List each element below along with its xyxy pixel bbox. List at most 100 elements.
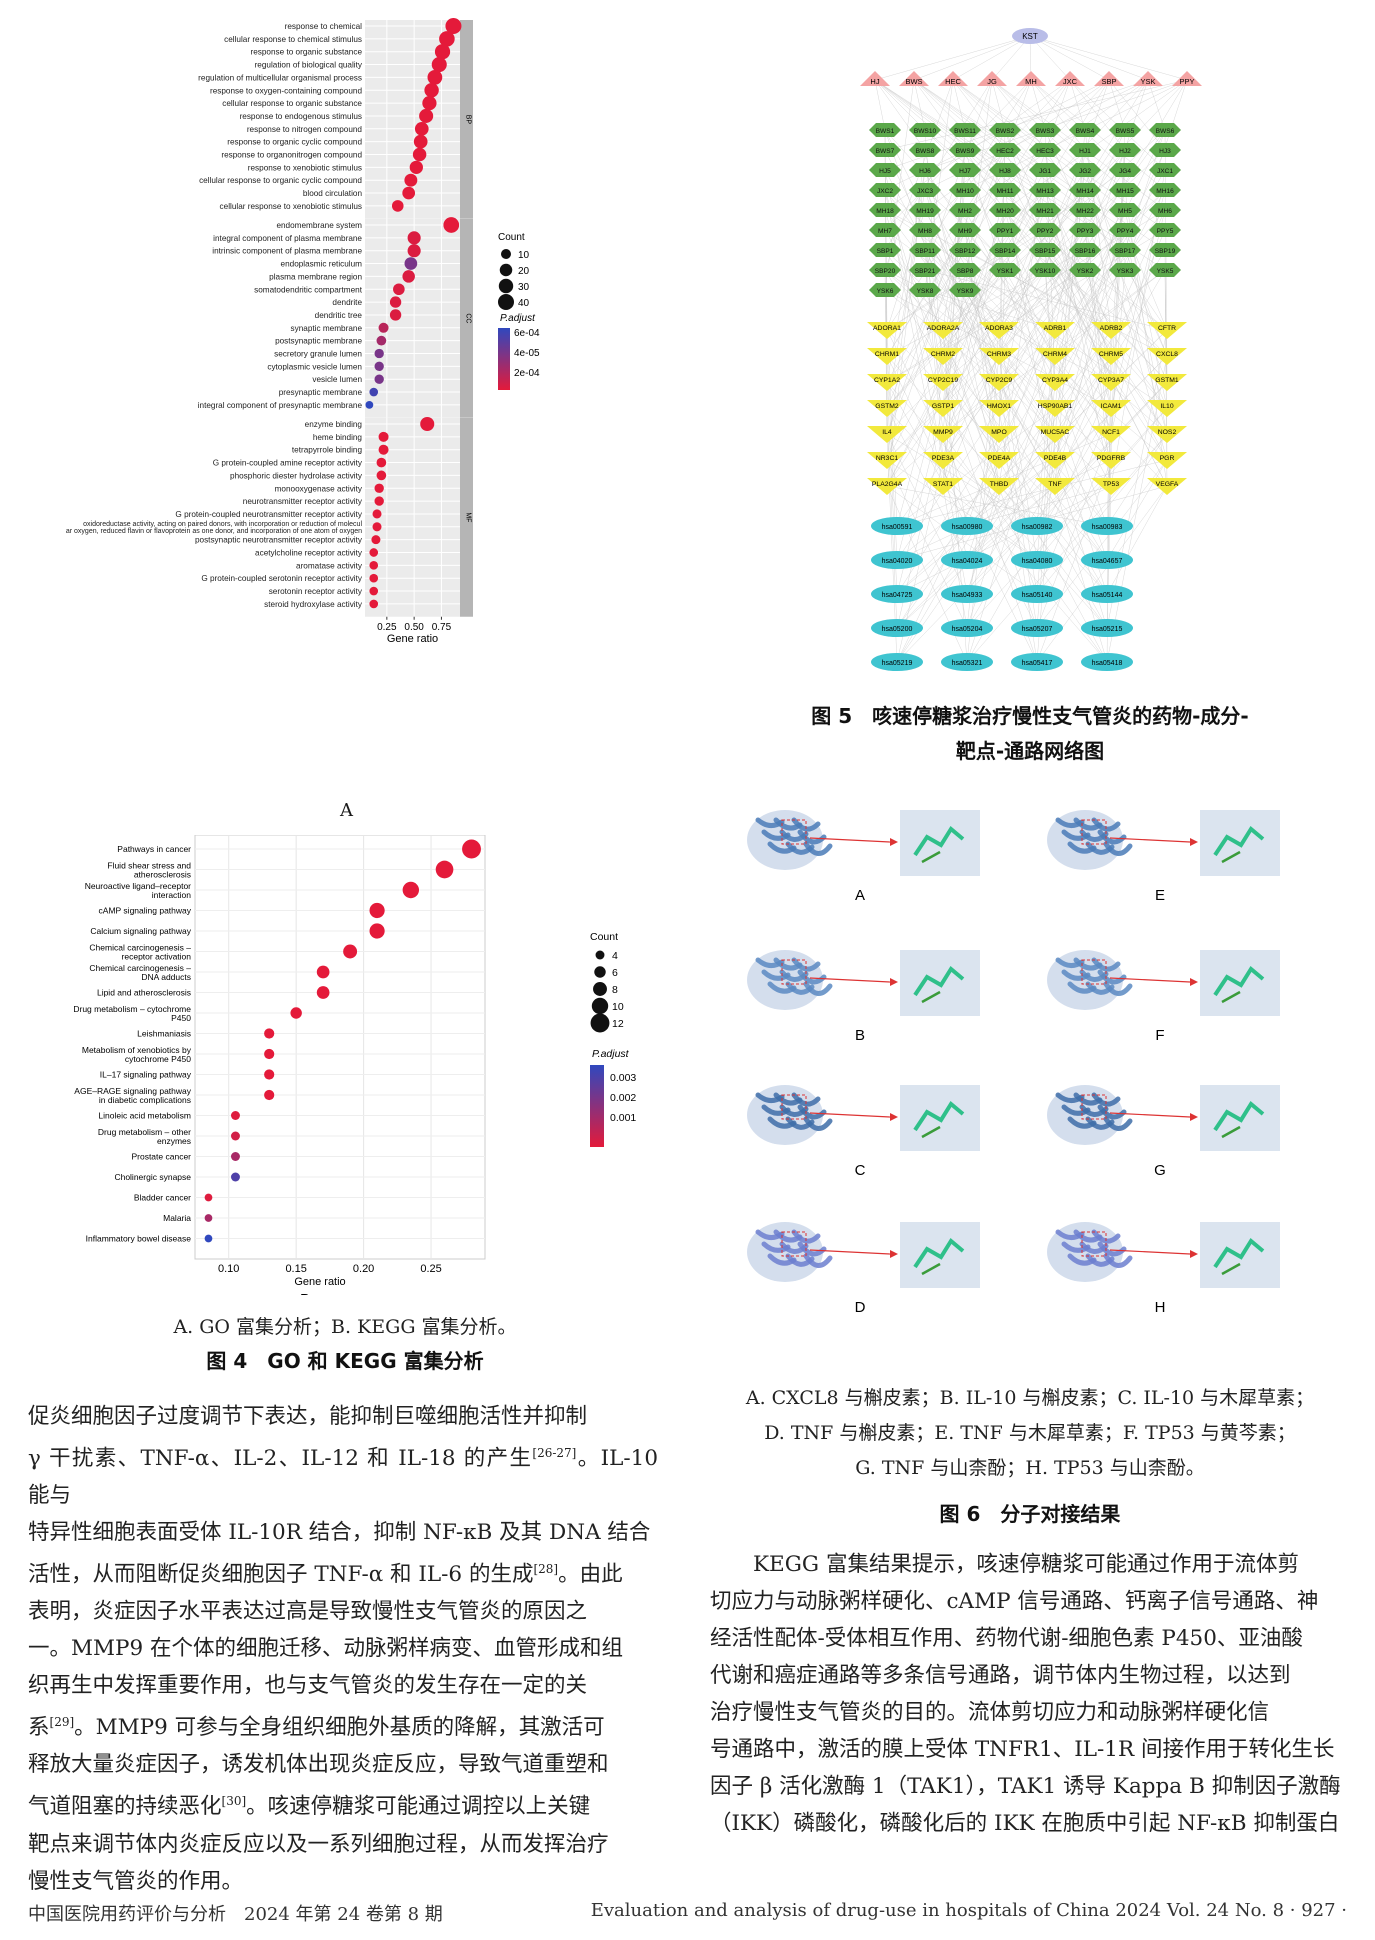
ligand xyxy=(1213,825,1265,857)
compound-label: MH6 xyxy=(1158,208,1172,215)
edge xyxy=(1054,269,1166,357)
compound-label: JXC2 xyxy=(877,188,893,195)
term-label: response to organic cyclic compound xyxy=(227,138,362,147)
compound-label: SBP14 xyxy=(995,248,1016,255)
compound-label: YSK6 xyxy=(877,288,894,295)
go-dot xyxy=(374,483,384,493)
pathway-node xyxy=(1011,517,1063,535)
compound-label: HEC3 xyxy=(1036,148,1054,155)
pathway-node xyxy=(871,551,923,569)
kegg-term-label: Bladder cancer xyxy=(134,1193,191,1203)
pathway-node xyxy=(941,551,993,569)
left-body-text: 促炎细胞因子过度调节下表达，能抑制巨噬细胞活性并抑制 γ 干扰素、TNF-α、I… xyxy=(28,1398,658,1900)
kegg-term-label: atherosclerosis xyxy=(134,870,191,880)
target-label: CHRM1 xyxy=(875,351,899,358)
target-node xyxy=(1091,400,1131,417)
compound-node xyxy=(869,143,901,157)
binding-box xyxy=(1081,1231,1107,1257)
target-label: CFTR xyxy=(1158,325,1176,332)
target-node xyxy=(1035,426,1075,443)
compound-label: MH11 xyxy=(996,188,1013,195)
term-label: G protein-coupled amine receptor activit… xyxy=(213,459,363,468)
compound-label: MH5 xyxy=(1118,208,1132,215)
compound-node xyxy=(869,263,901,277)
edge xyxy=(998,189,1166,383)
kegg-dot xyxy=(204,1214,213,1222)
compound-node xyxy=(989,143,1021,157)
edge xyxy=(966,381,1112,629)
legend-title: Count xyxy=(498,232,525,243)
kegg-term-label: Neuroactive ligand–receptor xyxy=(85,881,191,891)
drug-label: HJ xyxy=(870,77,879,86)
compound-node xyxy=(1069,163,1101,177)
compound-node xyxy=(989,223,1021,237)
edge xyxy=(998,129,1126,409)
edge xyxy=(966,407,1168,629)
edge xyxy=(924,79,1032,251)
target-label: GSTM1 xyxy=(1155,377,1179,384)
kegg-dot xyxy=(369,902,385,919)
kegg-term-label: Fluid shear stress and xyxy=(107,861,191,871)
term-label: integral component of presynaptic membra… xyxy=(198,401,363,410)
go-dot xyxy=(434,44,451,60)
edge xyxy=(886,355,1038,663)
edge xyxy=(1106,459,1168,561)
kegg-dot xyxy=(316,986,330,999)
compound-node xyxy=(989,203,1021,217)
edge xyxy=(1004,79,1110,251)
edge xyxy=(966,485,1056,561)
term-label: G protein-coupled serotonin receptor act… xyxy=(201,574,363,583)
go-dot xyxy=(378,322,389,333)
legend-title: P.adjust xyxy=(500,313,536,324)
kegg-term-label: Chemical carcinogenesis – xyxy=(89,963,191,973)
legend-size-label: 12 xyxy=(612,1018,624,1030)
drug-node xyxy=(1172,71,1202,86)
target-label: ICAM1 xyxy=(1101,403,1122,410)
target-label: GSTP1 xyxy=(932,403,955,410)
edge xyxy=(874,79,1166,271)
term-label: aromatase activity xyxy=(296,561,363,570)
edge xyxy=(964,249,1112,331)
compound-node xyxy=(1149,183,1181,197)
edge xyxy=(1030,79,1046,131)
edge xyxy=(1004,189,1168,409)
edge xyxy=(886,209,1046,409)
fig6-caption-line3: G. TNF 与山柰酚；H. TP53 与山柰酚。 xyxy=(855,1457,1205,1479)
compound-node xyxy=(909,143,941,157)
edge xyxy=(924,269,1056,409)
compound-label: HJ2 xyxy=(1119,148,1131,155)
pathway-node xyxy=(1081,619,1133,637)
kegg-dot xyxy=(264,1048,275,1060)
edge xyxy=(964,149,1056,435)
edge xyxy=(884,269,1000,461)
term-label: endomembrane system xyxy=(276,221,362,230)
pathway-label: hsa05219 xyxy=(882,660,913,667)
edge xyxy=(1084,269,1112,331)
kegg-term-label: in diabetic complications xyxy=(99,1095,191,1105)
compound-node xyxy=(1149,243,1181,257)
go-dot xyxy=(393,283,405,296)
edge xyxy=(966,381,1168,595)
edge xyxy=(964,149,1168,461)
term-label: plasma membrane region xyxy=(269,272,362,281)
edge xyxy=(952,79,966,131)
term-label: blood circulation xyxy=(303,189,363,198)
term-label: postsynaptic membrane xyxy=(275,337,362,346)
edge xyxy=(998,229,1086,461)
compound-label: PPY2 xyxy=(1037,228,1054,235)
term-label: response to organonitrogen compound xyxy=(221,151,362,160)
edge xyxy=(1106,433,1168,527)
pathway-node xyxy=(941,653,993,671)
go-dot xyxy=(413,134,428,149)
term-label: ar oxygen, reduced flavin or flavoprotei… xyxy=(66,528,362,535)
target-label: ADRB1 xyxy=(1044,325,1067,332)
docking-panel: D xyxy=(747,1222,980,1316)
pathway-label: hsa05200 xyxy=(882,626,913,633)
go-dot xyxy=(407,231,421,245)
edge xyxy=(1044,269,1168,409)
left-line: γ 干扰素、TNF-α、IL-2、IL-12 和 IL-18 的产生[26-27… xyxy=(28,1446,658,1509)
edge xyxy=(913,35,1031,81)
ligand xyxy=(913,825,965,857)
go-dot xyxy=(371,535,381,545)
compound-node xyxy=(869,283,901,297)
